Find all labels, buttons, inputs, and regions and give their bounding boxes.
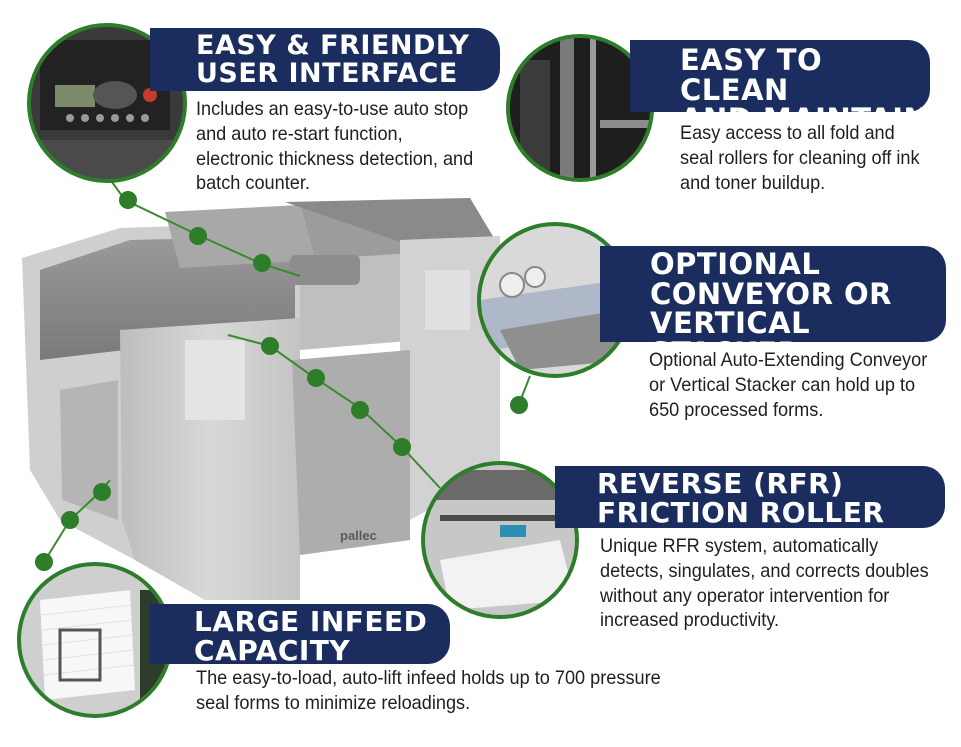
machine-body [22,198,500,600]
rollers-photo [506,34,654,182]
feature-title-infeed: LARGE INFEED CAPACITY [150,604,450,664]
feature-title-clean: EASY TO CLEAN AND MAINTAIN [630,40,930,134]
feature-description-infeed: The easy-to-load, auto-lift infeed holds… [196,667,661,714]
feature-description-clean: Easy access to all fold and seal rollers… [680,122,920,194]
feature-title-rfr: REVERSE (RFR) FRICTION ROLLER [555,466,945,528]
feature-description-ui: Includes an easy-to-use auto stop and au… [196,98,474,195]
feature-title-conveyor: OPTIONAL CONVEYOR OR VERTICAL STACKER [600,246,946,368]
feature-description-rfr: Unique RFR system, automatically detects… [600,535,929,632]
control-panel-photo [27,23,187,183]
feature-title-ui: EASY & FRIENDLY USER INTERFACE [150,28,500,91]
infeed-photo [17,562,173,718]
connector-dots [35,191,528,571]
friction-roller-photo [421,461,579,619]
machine-brand-label: pallec [340,528,377,543]
feature-description-conveyor: Optional Auto-Extending Conveyor or Vert… [649,349,928,421]
